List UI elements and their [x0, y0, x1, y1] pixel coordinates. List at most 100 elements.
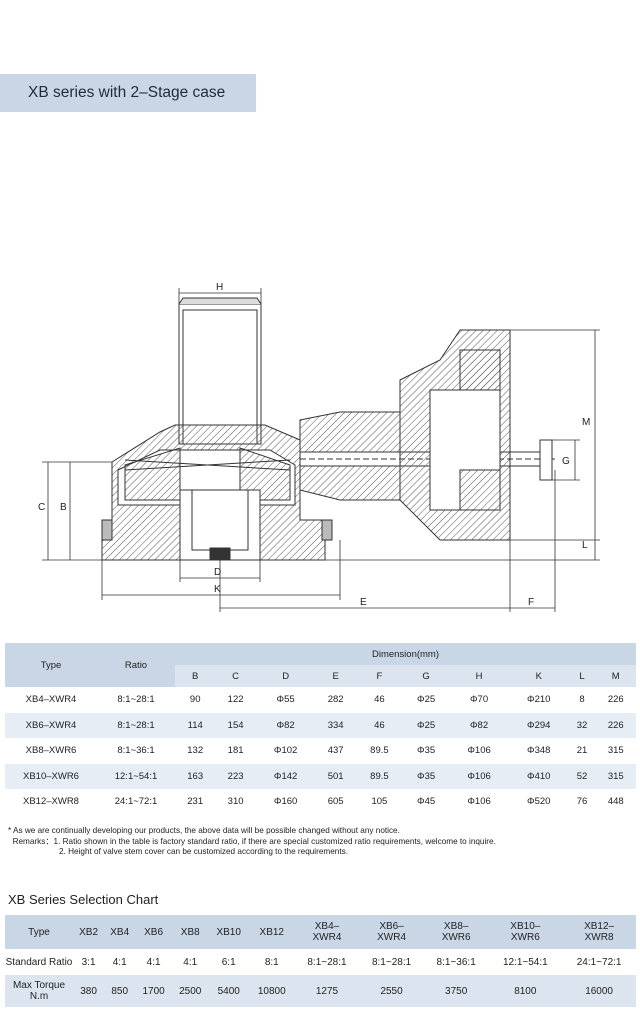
cell-b: 114 — [175, 712, 216, 738]
label-l: L — [582, 540, 588, 551]
cell-l: 76 — [568, 789, 596, 815]
cell-g: Φ25 — [402, 712, 450, 738]
cell-e: 605 — [315, 789, 356, 815]
cell-g: Φ45 — [402, 789, 450, 815]
cell-k: Φ410 — [508, 763, 569, 789]
cell-m: 226 — [595, 712, 636, 738]
selection-torque: 380 — [73, 975, 105, 1007]
cell-e: 437 — [315, 738, 356, 764]
cell-ratio: 8:1~28:1 — [97, 687, 175, 713]
cell-m: 448 — [595, 789, 636, 815]
cell-type: XB8–XWR6 — [5, 738, 97, 764]
label-c: C — [38, 502, 45, 513]
selection-torque: 16000 — [562, 975, 636, 1007]
selection-ratio-label: Standard Ratio — [5, 949, 73, 975]
selection-ratio: 8:1~28:1 — [359, 949, 424, 975]
cell-m: 315 — [595, 738, 636, 764]
cell-g: Φ35 — [402, 738, 450, 764]
cell-h: Φ106 — [449, 738, 509, 764]
cell-k: Φ294 — [508, 712, 569, 738]
remark-2: 2. Height of valve stem cover can be cus… — [59, 847, 348, 856]
selection-type: XB2 — [73, 915, 105, 949]
label-h: H — [216, 282, 223, 293]
cell-b: 231 — [175, 789, 216, 815]
column-header-d: D — [255, 665, 316, 687]
selection-chart-title: XB Series Selection Chart — [8, 892, 159, 907]
remark-1: 1. Ratio shown in the table is factory s… — [53, 836, 496, 846]
selection-torque: 2500 — [171, 975, 209, 1007]
title-banner: XB series with 2–Stage case — [0, 74, 256, 112]
cell-f: 89.5 — [355, 763, 403, 789]
cell-e: 501 — [315, 763, 356, 789]
cell-h: Φ70 — [449, 687, 509, 713]
cell-ratio: 12:1~54:1 — [97, 763, 175, 789]
cell-h: Φ106 — [449, 763, 509, 789]
cell-h: Φ106 — [449, 789, 509, 815]
cell-g: Φ25 — [402, 687, 450, 713]
column-header-b: B — [175, 665, 216, 687]
selection-type: XB4 — [104, 915, 136, 949]
label-b: B — [60, 502, 67, 513]
cell-ratio: 8:1~28:1 — [97, 712, 175, 738]
selection-ratio: 12:1~54:1 — [488, 949, 563, 975]
label-g: G — [562, 456, 570, 467]
selection-torque: 1700 — [135, 975, 172, 1007]
selection-ratio: 6:1 — [208, 949, 249, 975]
cell-ratio: 8:1~36:1 — [97, 738, 175, 764]
selection-type: XB10 — [208, 915, 249, 949]
column-header-l: L — [568, 665, 596, 687]
column-header-f: F — [355, 665, 403, 687]
cell-ratio: 24:1~72:1 — [97, 789, 175, 815]
cell-e: 334 — [315, 712, 356, 738]
selection-type-label: Type — [5, 915, 73, 949]
selection-type: XB12 — [248, 915, 295, 949]
label-d: D — [214, 567, 221, 578]
cell-b: 132 — [175, 738, 216, 764]
cell-k: Φ520 — [508, 789, 569, 815]
cell-k: Φ210 — [508, 687, 569, 713]
selection-ratio: 3:1 — [73, 949, 105, 975]
cell-l: 32 — [568, 712, 596, 738]
cell-l: 21 — [568, 738, 596, 764]
cell-b: 163 — [175, 763, 216, 789]
cell-d: Φ160 — [255, 789, 316, 815]
selection-torque: 5400 — [208, 975, 249, 1007]
column-header-e: E — [315, 665, 356, 687]
note-line: * As we are continually developing our p… — [8, 826, 400, 835]
cell-l: 52 — [568, 763, 596, 789]
label-m: M — [582, 417, 590, 428]
cell-d: Φ102 — [255, 738, 316, 764]
cell-h: Φ82 — [449, 712, 509, 738]
selection-type: XB12–XWR8 — [562, 915, 636, 949]
cell-e: 282 — [315, 687, 356, 713]
cell-m: 226 — [595, 687, 636, 713]
cell-c: 122 — [215, 687, 256, 713]
cell-type: XB6–XWR4 — [5, 712, 97, 738]
cell-f: 105 — [355, 789, 403, 815]
cell-f: 89.5 — [355, 738, 403, 764]
selection-ratio: 4:1 — [171, 949, 209, 975]
selection-ratio: 8:1~36:1 — [423, 949, 489, 975]
remarks-label: Remarks： — [12, 836, 54, 846]
selection-torque: 8100 — [488, 975, 563, 1007]
cell-c: 181 — [215, 738, 256, 764]
cell-d: Φ82 — [255, 712, 316, 738]
selection-torque: 2550 — [359, 975, 424, 1007]
selection-ratio: 8:1 — [248, 949, 295, 975]
page-title: XB series with 2–Stage case — [28, 84, 226, 101]
cell-b: 90 — [175, 687, 216, 713]
cell-type: XB12–XWR8 — [5, 789, 97, 815]
selection-ratio: 24:1~72:1 — [562, 949, 636, 975]
selection-type: XB6 — [135, 915, 172, 949]
selection-type: XB6–XWR4 — [359, 915, 424, 949]
label-k: K — [214, 584, 221, 595]
column-header-c: C — [215, 665, 256, 687]
notes: * As we are continually developing our p… — [8, 826, 496, 858]
selection-torque: 10800 — [248, 975, 295, 1007]
